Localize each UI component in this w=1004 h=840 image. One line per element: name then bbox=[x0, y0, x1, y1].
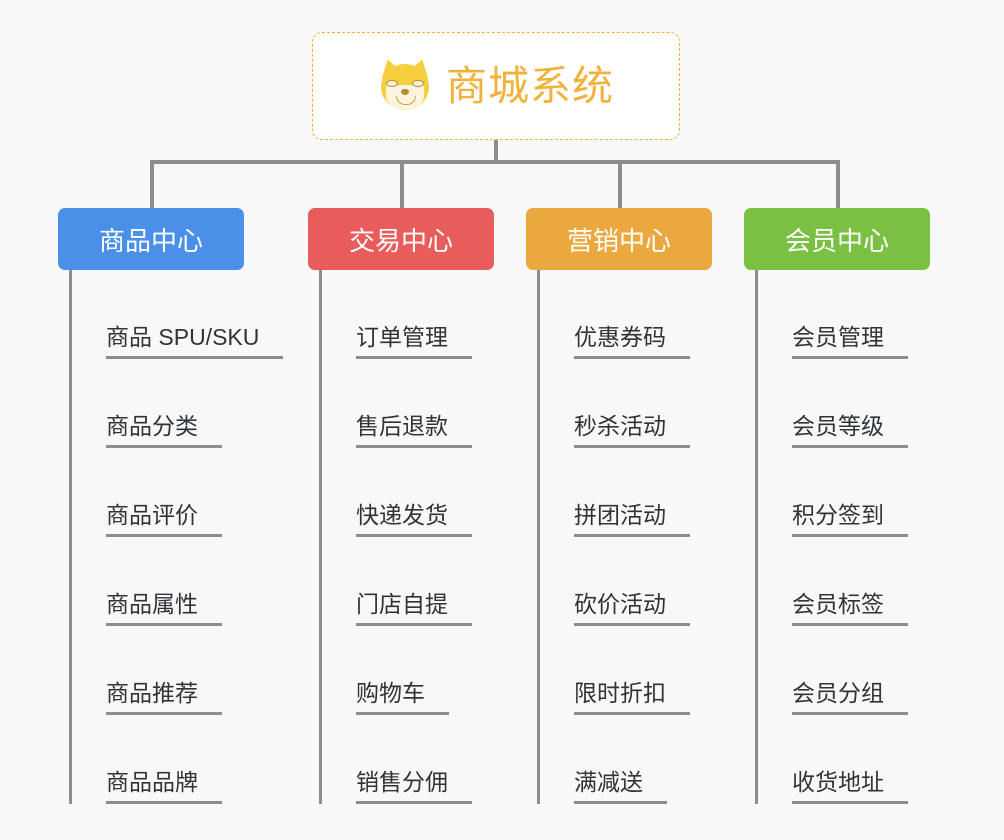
leaf-label: 售后退款 bbox=[356, 414, 472, 448]
category-header-label: 交易中心 bbox=[348, 225, 453, 256]
list-item[interactable]: 商品品牌 bbox=[72, 715, 244, 804]
leaf-label: 商品品牌 bbox=[106, 770, 222, 804]
dog-eye-right-icon bbox=[412, 80, 424, 87]
list-item[interactable]: 商品属性 bbox=[72, 537, 244, 626]
leaf-label: 会员标签 bbox=[792, 592, 908, 626]
category-header-1[interactable]: 商品中心 bbox=[58, 208, 244, 270]
connector-drop-col-2 bbox=[400, 160, 404, 208]
leaf-label: 销售分佣 bbox=[356, 770, 472, 804]
list-item[interactable]: 会员管理 bbox=[758, 270, 930, 359]
leaf-label: 秒杀活动 bbox=[574, 414, 690, 448]
list-item[interactable]: 商品推荐 bbox=[72, 626, 244, 715]
leaf-list-2: 订单管理 售后退款 快递发货 门店自提 购物车 销售分佣 bbox=[319, 270, 494, 804]
list-item[interactable]: 秒杀活动 bbox=[540, 359, 712, 448]
leaf-label: 购物车 bbox=[356, 681, 449, 715]
list-item[interactable]: 拼团活动 bbox=[540, 448, 712, 537]
list-item[interactable]: 商品 SPU/SKU bbox=[72, 270, 284, 359]
list-item[interactable]: 砍价活动 bbox=[540, 537, 712, 626]
leaf-label: 砍价活动 bbox=[574, 592, 690, 626]
list-item[interactable]: 订单管理 bbox=[322, 270, 494, 359]
leaf-label: 快递发货 bbox=[356, 503, 472, 537]
connector-root-stem bbox=[494, 140, 498, 164]
connector-drop-col-3 bbox=[618, 160, 622, 208]
category-column-3: 营销中心 优惠券码 秒杀活动 拼团活动 砍价活动 限时折扣 满减送 bbox=[526, 208, 712, 804]
leaf-label: 积分签到 bbox=[792, 503, 908, 537]
list-item[interactable]: 售后退款 bbox=[322, 359, 494, 448]
list-item[interactable]: 限时折扣 bbox=[540, 626, 712, 715]
list-item[interactable]: 优惠券码 bbox=[540, 270, 712, 359]
leaf-label: 收货地址 bbox=[792, 770, 908, 804]
list-item[interactable]: 商品评价 bbox=[72, 448, 244, 537]
leaf-label: 会员等级 bbox=[792, 414, 908, 448]
connector-drop-col-4 bbox=[836, 160, 840, 208]
list-item[interactable]: 会员等级 bbox=[758, 359, 930, 448]
shiba-dog-icon bbox=[377, 56, 433, 113]
leaf-list-4: 会员管理 会员等级 积分签到 会员标签 会员分组 收货地址 bbox=[755, 270, 930, 804]
category-header-3[interactable]: 营销中心 bbox=[526, 208, 712, 270]
category-header-2[interactable]: 交易中心 bbox=[308, 208, 494, 270]
category-column-1: 商品中心 商品 SPU/SKU 商品分类 商品评价 商品属性 商品推荐 商品品牌 bbox=[58, 208, 284, 804]
leaf-list-3: 优惠券码 秒杀活动 拼团活动 砍价活动 限时折扣 满减送 bbox=[537, 270, 712, 804]
leaf-label: 商品属性 bbox=[106, 592, 222, 626]
leaf-label: 订单管理 bbox=[356, 325, 472, 359]
leaf-label: 限时折扣 bbox=[574, 681, 690, 715]
list-item[interactable]: 购物车 bbox=[322, 626, 494, 715]
category-header-label: 营销中心 bbox=[566, 225, 671, 256]
leaf-label: 商品 SPU/SKU bbox=[106, 325, 284, 359]
list-item[interactable]: 快递发货 bbox=[322, 448, 494, 537]
root-node[interactable]: 商城系统 bbox=[312, 32, 680, 140]
leaf-label: 商品推荐 bbox=[106, 681, 222, 715]
dog-eye-left-icon bbox=[386, 80, 398, 87]
leaf-label: 会员分组 bbox=[792, 681, 908, 715]
category-header-label: 商品中心 bbox=[98, 225, 203, 256]
list-item[interactable]: 会员分组 bbox=[758, 626, 930, 715]
category-column-2: 交易中心 订单管理 售后退款 快递发货 门店自提 购物车 销售分佣 bbox=[308, 208, 494, 804]
root-title: 商城系统 bbox=[446, 62, 614, 109]
list-item[interactable]: 满减送 bbox=[540, 715, 712, 804]
leaf-label: 门店自提 bbox=[356, 592, 472, 626]
category-header-4[interactable]: 会员中心 bbox=[744, 208, 930, 270]
leaf-label: 满减送 bbox=[574, 770, 667, 804]
list-item[interactable]: 积分签到 bbox=[758, 448, 930, 537]
list-item[interactable]: 收货地址 bbox=[758, 715, 930, 804]
leaf-label: 优惠券码 bbox=[574, 325, 690, 359]
leaf-label: 拼团活动 bbox=[574, 503, 690, 537]
list-item[interactable]: 商品分类 bbox=[72, 359, 244, 448]
leaf-list-1: 商品 SPU/SKU 商品分类 商品评价 商品属性 商品推荐 商品品牌 bbox=[69, 270, 284, 804]
connector-drop-col-1 bbox=[150, 160, 154, 208]
leaf-label: 商品评价 bbox=[106, 503, 222, 537]
list-item[interactable]: 门店自提 bbox=[322, 537, 494, 626]
list-item[interactable]: 会员标签 bbox=[758, 537, 930, 626]
category-header-label: 会员中心 bbox=[784, 225, 889, 256]
dog-nose-icon bbox=[401, 89, 409, 95]
category-column-4: 会员中心 会员管理 会员等级 积分签到 会员标签 会员分组 收货地址 bbox=[744, 208, 930, 804]
leaf-label: 会员管理 bbox=[792, 325, 908, 359]
list-item[interactable]: 销售分佣 bbox=[322, 715, 494, 804]
connector-bus-bar bbox=[150, 160, 840, 164]
leaf-label: 商品分类 bbox=[106, 414, 222, 448]
